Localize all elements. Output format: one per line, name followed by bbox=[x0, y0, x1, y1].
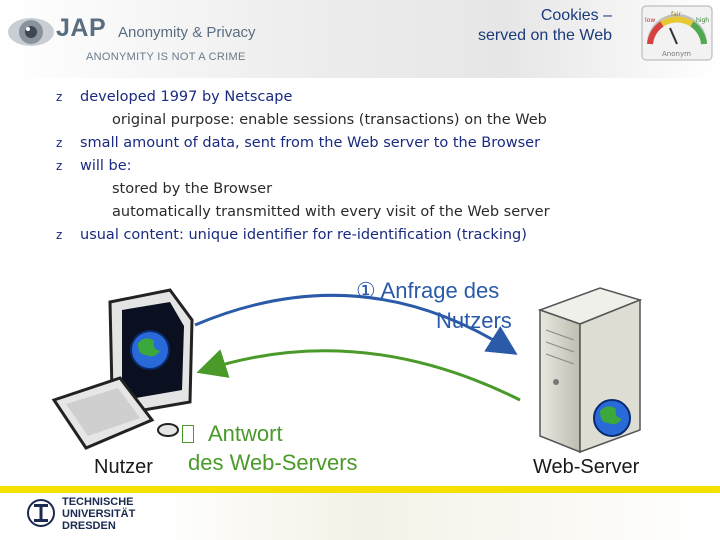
bullet-text: automatically transmitted with every vis… bbox=[112, 204, 550, 220]
university-line2: UNIVERSITÄT bbox=[62, 508, 136, 520]
slide-title: Cookies – served on the Web bbox=[478, 6, 612, 46]
bullet-marker-icon: z bbox=[56, 90, 63, 104]
tu-dresden-logo-icon bbox=[27, 499, 55, 527]
bullet-item: automatically transmitted with every vis… bbox=[52, 201, 672, 224]
bullet-marker-icon: z bbox=[56, 159, 63, 173]
bullet-text: original purpose: enable sessions (trans… bbox=[112, 112, 547, 128]
gauge-anon-label: Anonym bbox=[662, 50, 691, 58]
response-label-line2: des Web-Servers bbox=[188, 450, 358, 475]
gauge-high-label: high bbox=[696, 17, 709, 24]
footer-accent-bar bbox=[0, 486, 720, 493]
response-arrow bbox=[196, 349, 521, 402]
server-label: Web-Server bbox=[533, 456, 640, 478]
university-name: TECHNISCHE UNIVERSITÄT DRESDEN bbox=[62, 496, 135, 532]
bullet-marker-icon: z bbox=[56, 228, 63, 242]
request-label-line1: ① Anfrage des bbox=[356, 278, 500, 303]
client-computer-icon bbox=[51, 288, 194, 450]
response-label-line1: Antwort bbox=[182, 421, 283, 447]
bullet-item: z will be: bbox=[52, 155, 672, 178]
cookie-flow-diagram bbox=[51, 287, 643, 454]
request-arrow bbox=[194, 293, 518, 355]
web-server-icon bbox=[537, 287, 643, 454]
response-label-text: Antwort bbox=[208, 421, 283, 446]
slide-title-line1: Cookies – bbox=[540, 7, 612, 24]
gauge-low-label: low bbox=[645, 17, 655, 24]
university-line1: TECHNISCHE bbox=[62, 496, 134, 508]
slide-title-line2: served on the Web bbox=[477, 27, 612, 44]
bullet-text: developed 1997 by Netscape bbox=[80, 89, 293, 105]
slide-header bbox=[0, 0, 720, 78]
bullet-item: z developed 1997 by Netscape bbox=[52, 86, 672, 109]
bullet-marker-icon: z bbox=[56, 136, 63, 150]
university-line3: DRESDEN bbox=[62, 520, 116, 532]
bullet-item: stored by the Browser bbox=[52, 178, 672, 201]
jap-logo-text: JAP bbox=[56, 14, 107, 42]
bullet-list: z developed 1997 by Netscape original purp… bbox=[52, 86, 672, 247]
jap-logo-subtitle: Anonymity & Privacy bbox=[118, 24, 256, 41]
bullet-item: z small amount of data, sent from the Web… bbox=[52, 132, 672, 155]
bullet-text: small amount of data, sent from the Web … bbox=[80, 135, 541, 151]
client-label: Nutzer bbox=[94, 456, 153, 478]
response-number-marker bbox=[182, 425, 194, 443]
eye-logo-icon bbox=[8, 18, 54, 46]
bullet-item: original purpose: enable sessions (trans… bbox=[52, 109, 672, 132]
bullet-text: stored by the Browser bbox=[112, 181, 273, 197]
bullet-text: will be: bbox=[80, 158, 132, 174]
anonymity-gauge-icon: low fair high Anonym bbox=[641, 5, 713, 61]
bullet-item: z usual content: unique identifier for re… bbox=[52, 224, 672, 247]
bullet-text: usual content: unique identifier for re-… bbox=[80, 227, 527, 243]
jap-logo-tagline: ANONYMITY IS NOT A CRIME bbox=[86, 51, 246, 63]
request-label-line2: Nutzers bbox=[436, 308, 512, 333]
slide-footer bbox=[0, 493, 720, 540]
gauge-fair-label: fair bbox=[671, 11, 681, 18]
